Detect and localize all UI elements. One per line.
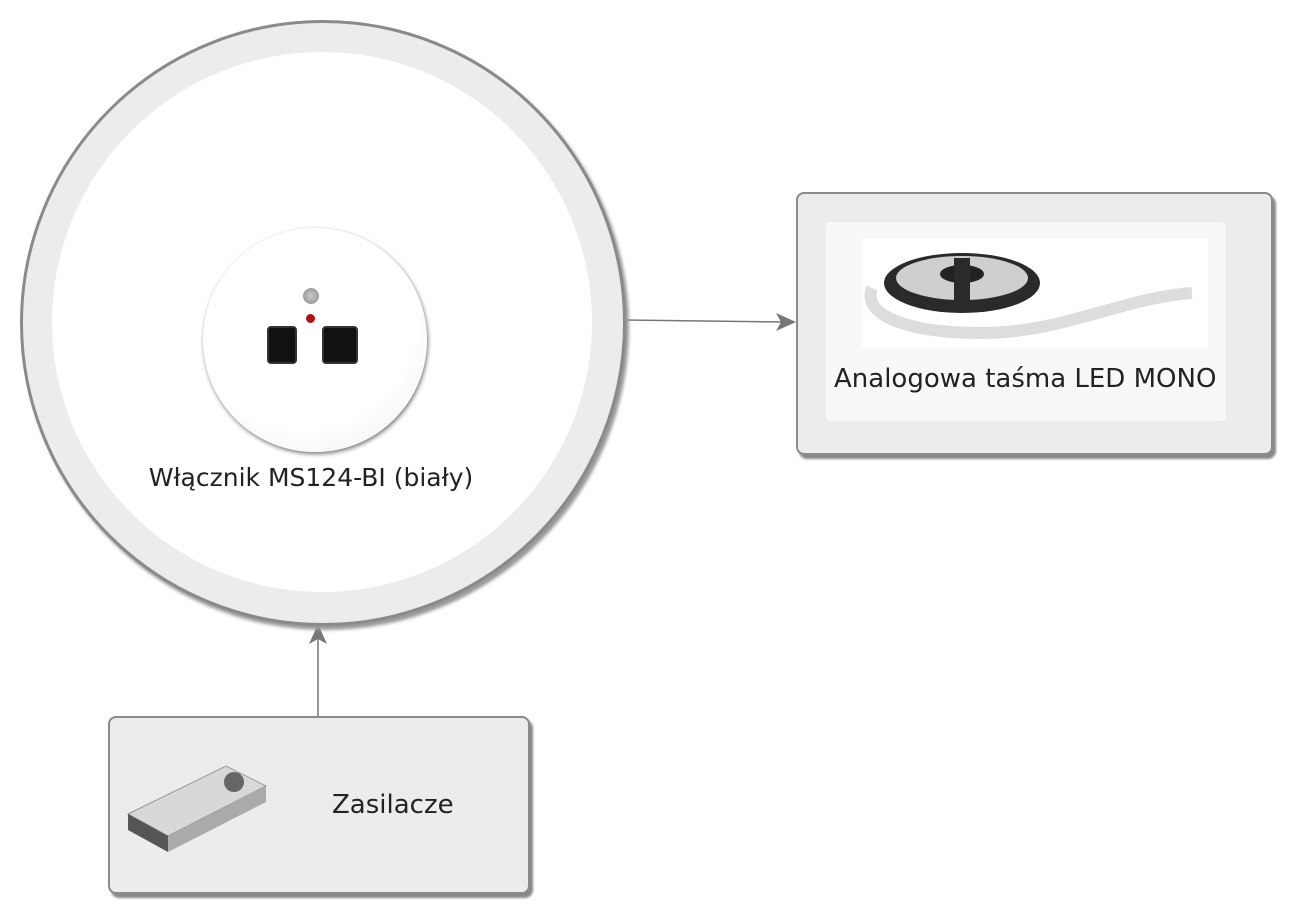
arrowhead-icon [309, 624, 327, 644]
power-supply-image [126, 765, 268, 852]
led-strip-label: Analogowa taśma LED MONO [834, 364, 1217, 394]
sensor-button-left [267, 326, 297, 364]
switch-label: Włącznik MS124-BI (biały) [148, 463, 474, 492]
led-indicator-icon [306, 314, 315, 323]
edge-switch-to-led [623, 319, 786, 323]
light-sensor-icon [303, 288, 319, 304]
led-strip-node[interactable]: Analogowa taśma LED MONO [796, 192, 1273, 455]
power-supply-label: Zasilacze [332, 790, 454, 820]
power-supply-node[interactable]: Zasilacze [108, 716, 530, 894]
arrowhead-icon [776, 313, 796, 331]
switch-device-image [203, 228, 427, 452]
sensor-button-right [322, 326, 358, 364]
led-strip-image [862, 238, 1208, 348]
